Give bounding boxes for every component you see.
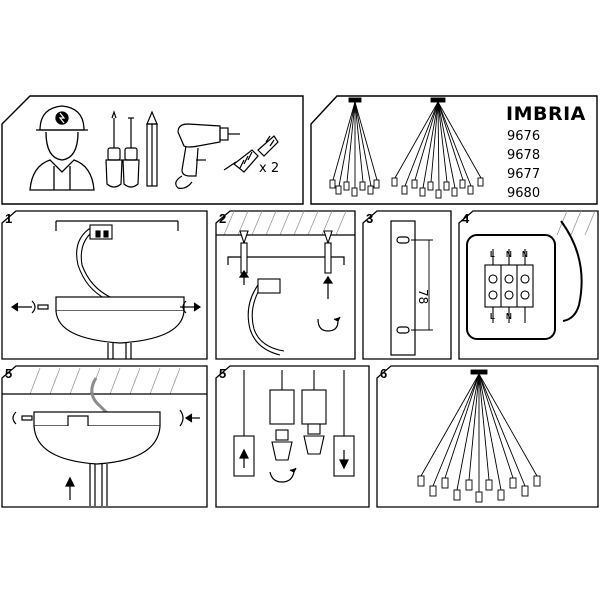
rotate-arrow-icon xyxy=(269,467,297,483)
up-arrow-icon xyxy=(238,269,334,299)
product-name: IMBRIA xyxy=(506,103,586,125)
bracket xyxy=(227,256,345,265)
step-4-panel: L N N L N 4 xyxy=(457,209,600,361)
step-6-panel: 6 xyxy=(375,364,600,509)
drill-icon xyxy=(175,123,240,189)
down-arrow-icon xyxy=(339,450,349,470)
step-3-panel: 78 3 xyxy=(361,209,453,361)
dimension-line xyxy=(411,239,433,331)
lamp-holder xyxy=(269,370,327,425)
terminal-block xyxy=(89,224,113,240)
step-5-bulb-panel: 5 xyxy=(214,364,371,509)
terminal-block xyxy=(484,264,534,308)
screwdriver-icon xyxy=(105,110,140,188)
bulb-icon xyxy=(271,423,325,461)
terminal-label: N xyxy=(522,250,528,259)
screw-arrow-left-icon xyxy=(12,411,33,425)
up-arrow-icon xyxy=(239,448,249,468)
product-code: 9678 xyxy=(507,148,541,163)
step-1-panel: 1 xyxy=(0,209,210,361)
product-panel: IMBRIA 9676 9678 9677 9680 xyxy=(309,0,600,205)
cable xyxy=(560,220,583,322)
step-number: 1 xyxy=(5,211,13,226)
product-code: 9676 xyxy=(507,129,541,144)
canopy xyxy=(55,296,185,359)
step-number: 5 xyxy=(219,366,227,381)
up-arrow-icon xyxy=(65,476,75,500)
canopy xyxy=(33,411,161,506)
screw-quantity-label: x 2 xyxy=(259,161,280,176)
screw-anchor-icon xyxy=(223,135,279,173)
screw-arrow-right-icon xyxy=(180,300,202,314)
anchor-screw-icon xyxy=(239,230,333,274)
large-chandelier-icon xyxy=(391,97,484,199)
step-5-canopy-panel: 5 xyxy=(0,364,210,509)
dimension-label: 78 xyxy=(416,289,430,305)
screw-arrow-right-icon xyxy=(179,409,200,427)
tools-panel: x 2 xyxy=(0,0,305,205)
mounting-plate xyxy=(390,220,416,356)
chandelier-icon xyxy=(417,369,541,503)
rotate-arrow-icon xyxy=(317,316,341,332)
cable xyxy=(76,226,111,300)
terminal-label: L xyxy=(490,312,495,321)
wires xyxy=(492,249,526,323)
step-number: 4 xyxy=(462,211,470,226)
ceiling-bracket xyxy=(55,220,179,231)
product-code: 9680 xyxy=(507,186,541,201)
terminal-label: N xyxy=(506,250,512,259)
step-2-panel: 2 xyxy=(214,209,357,361)
product-code: 9677 xyxy=(507,167,541,182)
step-number: 6 xyxy=(380,366,388,381)
terminal-label: L xyxy=(490,250,495,259)
ceiling xyxy=(223,210,347,236)
small-chandelier-icon xyxy=(329,97,380,197)
electrician-icon xyxy=(29,105,95,191)
screw-arrow-left-icon xyxy=(10,300,49,314)
step-number: 5 xyxy=(5,366,13,381)
terminal-label: N xyxy=(506,312,512,321)
cable xyxy=(247,284,285,356)
step-number: 3 xyxy=(366,211,374,226)
pencil-icon xyxy=(146,110,158,187)
step-number: 2 xyxy=(219,211,227,226)
